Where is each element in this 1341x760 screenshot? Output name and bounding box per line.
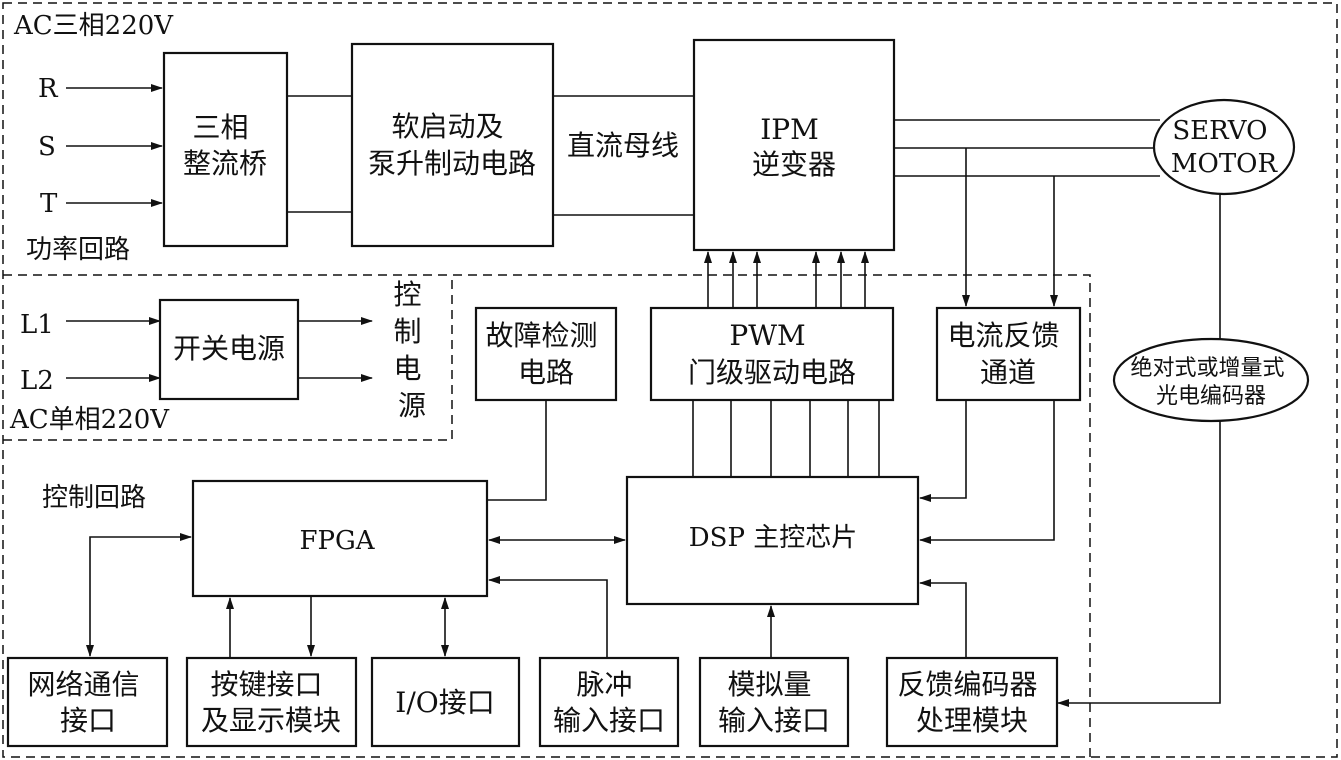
control-loop-label: 控制回路: [42, 483, 146, 513]
input-l2-label: L2: [20, 366, 54, 396]
dsp-label: DSP 主控芯片: [689, 523, 857, 553]
switch-power-label: 开关电源: [173, 332, 285, 365]
power-wires: [66, 84, 1160, 382]
switch-power-box: [158, 298, 300, 401]
input-s-label: S: [38, 132, 56, 162]
analog-label: 模拟量 输入接口: [718, 668, 830, 737]
keypad-label: 按键接口 及显示模块: [201, 668, 341, 737]
ipm-box: [692, 38, 896, 252]
ipm-label: IPM 逆变器: [752, 113, 836, 181]
power-loop-label: 功率回路: [26, 235, 130, 265]
encoder-line-2: 光电编码器: [1156, 384, 1266, 409]
pwm-label: PWM 门级驱动电路: [688, 319, 856, 389]
pwm-line-2: 门级驱动电路: [688, 356, 856, 389]
ipm-line-2: 逆变器: [752, 148, 836, 181]
dc-bus-label: 直流母线: [567, 129, 679, 162]
network-line-2: 接口: [60, 704, 116, 737]
servo-motor: [1152, 98, 1296, 196]
pwm-line-1: PWM: [729, 319, 805, 352]
fb-encoder-label: 反馈编码器 处理模块: [898, 668, 1047, 737]
rectifier-box: [162, 51, 289, 248]
rectifier-line-2: 整流桥: [183, 147, 267, 180]
fb-encoder-line-1: 反馈编码器: [898, 668, 1038, 701]
pulse-line-1: 脉冲: [577, 668, 633, 701]
motor-line-1: SERVO: [1172, 116, 1267, 146]
pulse-label: 脉冲 输入接口: [553, 668, 665, 737]
control-power-char-3: 电: [394, 352, 422, 385]
ac-three-phase-label: AC三相220V: [13, 11, 174, 41]
soft-start-label: 软启动及 泵升制动电路: [368, 110, 536, 180]
input-t-label: T: [40, 189, 58, 219]
pulse-box: [538, 656, 680, 748]
encoder-label: 绝对式或增量式 光电编码器: [1130, 356, 1291, 409]
network-line-1: 网络通信: [28, 668, 140, 701]
control-power-label: 控 制 电 源: [394, 278, 431, 422]
pwm-box: [649, 306, 895, 402]
keypad-box: [185, 656, 358, 748]
rectifier-label: 三相 整流桥: [183, 111, 267, 180]
pulse-line-2: 输入接口: [553, 704, 665, 737]
current-fb-line-2: 通道: [980, 356, 1036, 389]
current-fb-box: [935, 306, 1082, 402]
control-power-char-4: 源: [398, 389, 426, 422]
pwm-gate-arrows: [692, 251, 880, 477]
soft-start-box: [350, 42, 555, 248]
fault-detect-line-2: 电路: [518, 356, 574, 389]
fault-detect-line-1: 故障检测: [486, 319, 598, 352]
analog-line-2: 输入接口: [718, 704, 830, 737]
control-power-char-2: 制: [394, 315, 422, 348]
current-sense-wires: [919, 148, 1058, 544]
dsp-box: [625, 475, 920, 606]
input-r-label: R: [38, 74, 59, 104]
fb-encoder-box: [885, 656, 1059, 748]
fault-detect-label: 故障检测 电路: [486, 319, 607, 389]
keypad-line-1: 按键接口: [211, 668, 323, 701]
servo-motor-label: SERVO MOTOR: [1171, 116, 1279, 179]
network-box: [6, 656, 169, 748]
rectifier-line-1: 三相: [193, 111, 249, 144]
analog-box: [698, 656, 850, 748]
control-wires: [86, 400, 967, 658]
network-label: 网络通信 接口: [28, 668, 149, 737]
input-l1-label: L1: [20, 310, 54, 340]
control-power-char-1: 控: [394, 278, 422, 311]
current-fb-line-1: 电流反馈: [948, 319, 1060, 352]
fault-detect-box: [474, 306, 618, 402]
io-label: I/O接口: [395, 686, 494, 719]
ipm-line-1: IPM: [760, 113, 819, 146]
current-fb-label: 电流反馈 通道: [948, 319, 1069, 389]
soft-start-line-2: 泵升制动电路: [368, 147, 536, 180]
motor-line-2: MOTOR: [1171, 149, 1279, 179]
encoder: [1112, 337, 1310, 423]
fpga-box: [191, 479, 489, 598]
io-box: [370, 656, 521, 748]
encoder-line-1: 绝对式或增量式: [1130, 356, 1284, 381]
keypad-line-2: 及显示模块: [201, 704, 341, 737]
fb-encoder-line-2: 处理模块: [916, 704, 1028, 737]
fpga-label: FPGA: [299, 526, 375, 556]
ac-single-phase-label: AC单相220V: [9, 405, 170, 435]
analog-line-1: 模拟量: [728, 668, 812, 701]
encoder-wires: [1057, 194, 1221, 707]
soft-start-line-1: 软启动及: [392, 110, 504, 143]
